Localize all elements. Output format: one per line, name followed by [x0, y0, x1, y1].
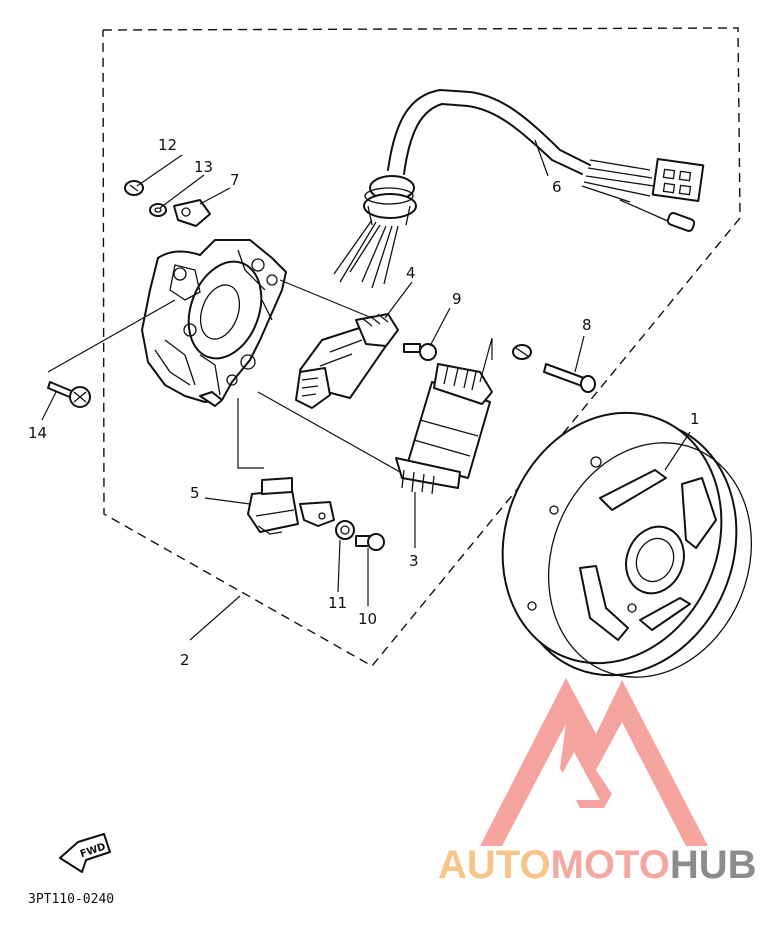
watermark-moto: MOTO — [551, 843, 670, 887]
charge-coil — [395, 363, 493, 495]
callout-3: 3 — [409, 552, 419, 570]
callout-9: 9 — [452, 290, 462, 308]
callout-12: 12 — [158, 136, 177, 154]
pulser-coil — [295, 313, 399, 409]
drawing-code: 3PT110-0240 — [28, 892, 114, 907]
screw-9 — [403, 343, 437, 361]
callout-10: 10 — [358, 610, 377, 628]
callout-14: 14 — [28, 424, 47, 442]
wire-clamp — [299, 501, 335, 527]
watermark-text: AUTOMOTOHUB — [438, 843, 757, 887]
watermark-logo — [480, 678, 708, 846]
screw-14 — [47, 381, 91, 408]
watermark-auto: AUTO — [438, 843, 551, 887]
flywheel-rotor — [501, 411, 753, 678]
callout-4: 4 — [406, 264, 416, 282]
fwd-arrow: FWD — [59, 833, 111, 873]
callout-13: 13 — [194, 158, 213, 176]
pickup-coil — [247, 477, 299, 535]
stator-base-plate — [141, 239, 287, 407]
screw-small-8 — [512, 344, 532, 360]
screw-8 — [543, 363, 596, 393]
callout-11: 11 — [328, 594, 347, 612]
screw-10 — [355, 533, 385, 551]
callout-5: 5 — [190, 484, 200, 502]
washer-11 — [335, 520, 355, 540]
watermark-hub: HUB — [670, 843, 757, 887]
callout-8: 8 — [582, 316, 592, 334]
callout-2: 2 — [180, 651, 190, 669]
clamp-7 — [173, 199, 211, 227]
callout-6: 6 — [552, 178, 562, 196]
callout-7: 7 — [230, 171, 240, 189]
svg-text:AUTOMOTOHUB: AUTOMOTOHUB — [438, 843, 757, 887]
leader-lines — [41, 139, 691, 641]
callout-1: 1 — [690, 410, 700, 428]
wire-harness — [333, 89, 705, 289]
